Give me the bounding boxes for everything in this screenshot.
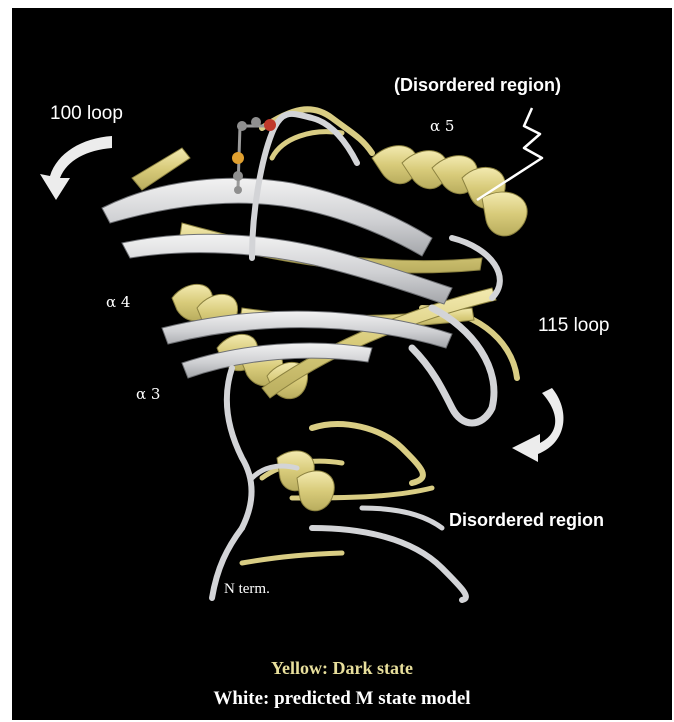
n-terminus-label: N term. xyxy=(224,582,270,597)
alpha5-label: α 5 xyxy=(430,119,454,134)
legend-m-state: White: predicted M state model xyxy=(12,688,672,710)
alpha4-label: α 4 xyxy=(106,295,130,310)
disordered-region-label-bottom: Disordered region xyxy=(449,511,604,529)
loop-115-label: 115 loop xyxy=(538,316,610,335)
loop-100-label: 100 loop xyxy=(50,104,123,123)
legend-dark-state: Yellow: Dark state xyxy=(12,658,672,679)
disordered-region-label-top: (Disordered region) xyxy=(394,76,561,94)
curved-arrow-icon xyxy=(40,136,112,200)
protein-structure-figure: 100 loop (Disordered region) α 5 α 4 α 3… xyxy=(12,8,672,720)
alpha3-label: α 3 xyxy=(136,387,160,402)
curved-arrow-icon xyxy=(512,388,564,462)
m-state-strands xyxy=(102,178,452,378)
